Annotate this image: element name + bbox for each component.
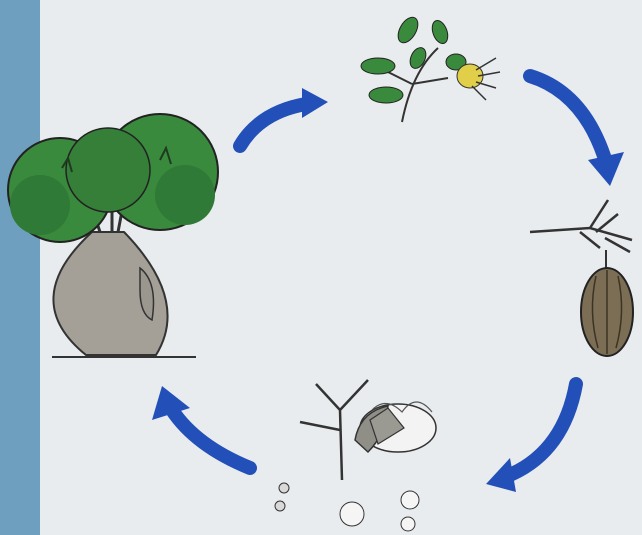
arrow-flower-to-fruit — [530, 76, 624, 186]
arrow-tree-to-flower — [240, 88, 328, 146]
arrow-fruit-to-seeds — [486, 384, 576, 492]
arrow-seeds-to-tree — [152, 386, 250, 468]
open-pod-with-seeds-icon — [275, 380, 436, 531]
flowering-branch-icon — [361, 14, 500, 122]
hanging-fruit-pod-icon — [530, 200, 633, 356]
baobab-tree-icon — [8, 114, 218, 357]
